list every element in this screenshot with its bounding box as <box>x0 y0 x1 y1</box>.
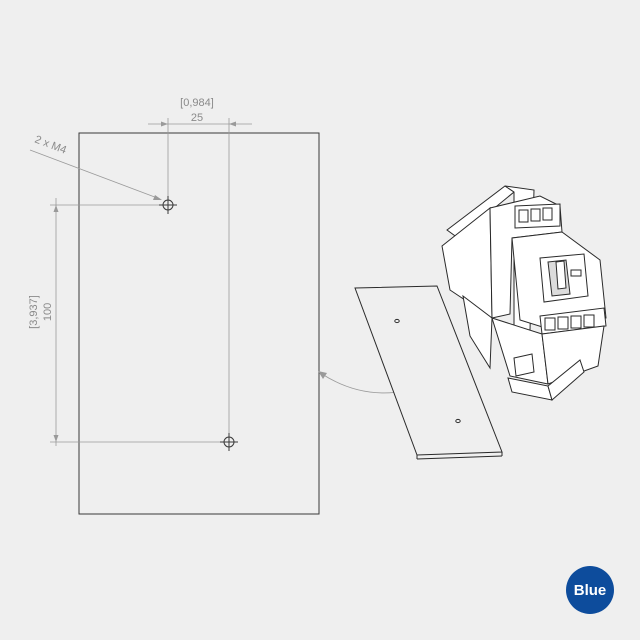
dimension-vertical-inch: [3,937] <box>28 295 40 329</box>
mounting-plate-outline <box>78 132 320 515</box>
dimension-horizontal-inch: [0,984] <box>180 97 214 109</box>
isometric-plate <box>354 285 503 460</box>
dimension-horizontal-mm: 25 <box>191 112 203 124</box>
hole-callout: 2 x M4 <box>29 134 162 200</box>
dimension-vertical-mm: 100 <box>42 303 54 321</box>
horizontal-dimension: [0,984] 25 <box>148 97 252 440</box>
vertical-dimension: [3,937] 100 <box>28 198 225 446</box>
brand-badge: Blue <box>566 566 614 614</box>
circuit-breaker-icon <box>441 185 607 401</box>
mounting-hole-bottom <box>220 433 238 451</box>
mounting-hole-top <box>159 196 177 214</box>
